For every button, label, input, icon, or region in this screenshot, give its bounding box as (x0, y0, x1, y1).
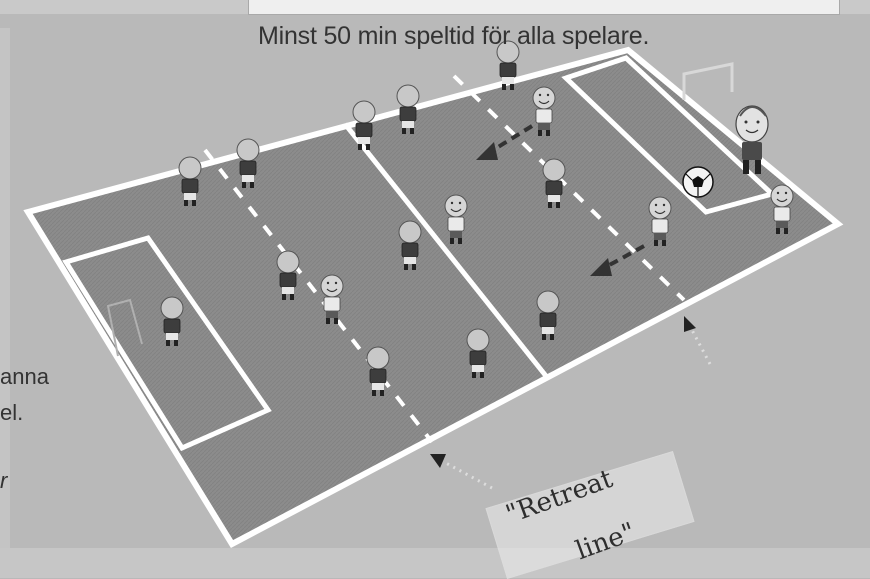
soccer-ball-icon (683, 167, 713, 197)
side-text-line: el. (0, 400, 23, 426)
dotted-arrow-icon (430, 454, 492, 488)
side-text-line: anna (0, 364, 49, 390)
pitch-diagram (0, 0, 870, 548)
pitch (28, 50, 838, 544)
bottom-band (0, 548, 870, 578)
header-text: Minst 50 min speltid för alla spelare. (258, 22, 649, 51)
dotted-arrow-icon (684, 316, 710, 364)
side-text-line: r (0, 468, 7, 494)
goal-net-icon (684, 64, 732, 100)
